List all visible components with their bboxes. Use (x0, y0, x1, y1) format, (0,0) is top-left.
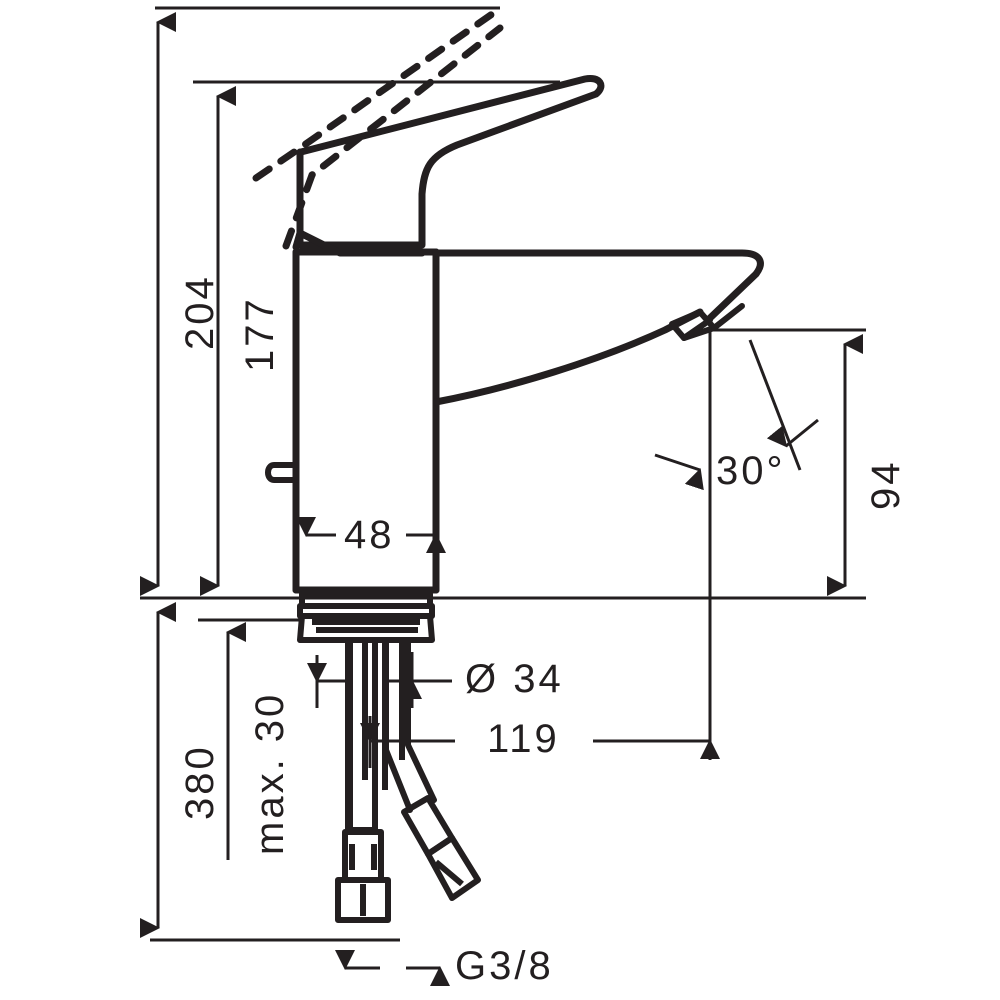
dimension-label-diameter-34: Ø 34 (465, 657, 564, 701)
dimension-label-177: 177 (238, 296, 282, 372)
hose-fitting-left (335, 829, 391, 923)
dimension-diameter-34 (307, 652, 452, 708)
dimension-label-48: 48 (344, 513, 395, 557)
pop-up-rod-tab (265, 462, 299, 483)
lever-open-position-dashed (252, 8, 504, 250)
dimension-angle-30 (654, 339, 819, 491)
dimension-label-94: 94 (864, 459, 908, 511)
aerator (669, 303, 745, 341)
spout (432, 249, 764, 406)
dimension-label-119: 119 (487, 717, 560, 761)
body-column (292, 248, 440, 594)
dimension-label-380: 380 (178, 744, 222, 820)
dimension-label-angle-30: 30° (716, 449, 786, 493)
dimension-119 (360, 716, 720, 768)
supply-hose-right (383, 637, 437, 813)
extension-lines (140, 6, 866, 942)
hose-fitting-right (401, 795, 481, 901)
dimension-label-204: 204 (178, 274, 222, 350)
dimension-label-max-30: max. 30 (248, 691, 292, 855)
lever-handle (292, 74, 605, 257)
dimension-label-g38: G3/8 (455, 944, 554, 988)
base-escutcheon (297, 591, 435, 643)
